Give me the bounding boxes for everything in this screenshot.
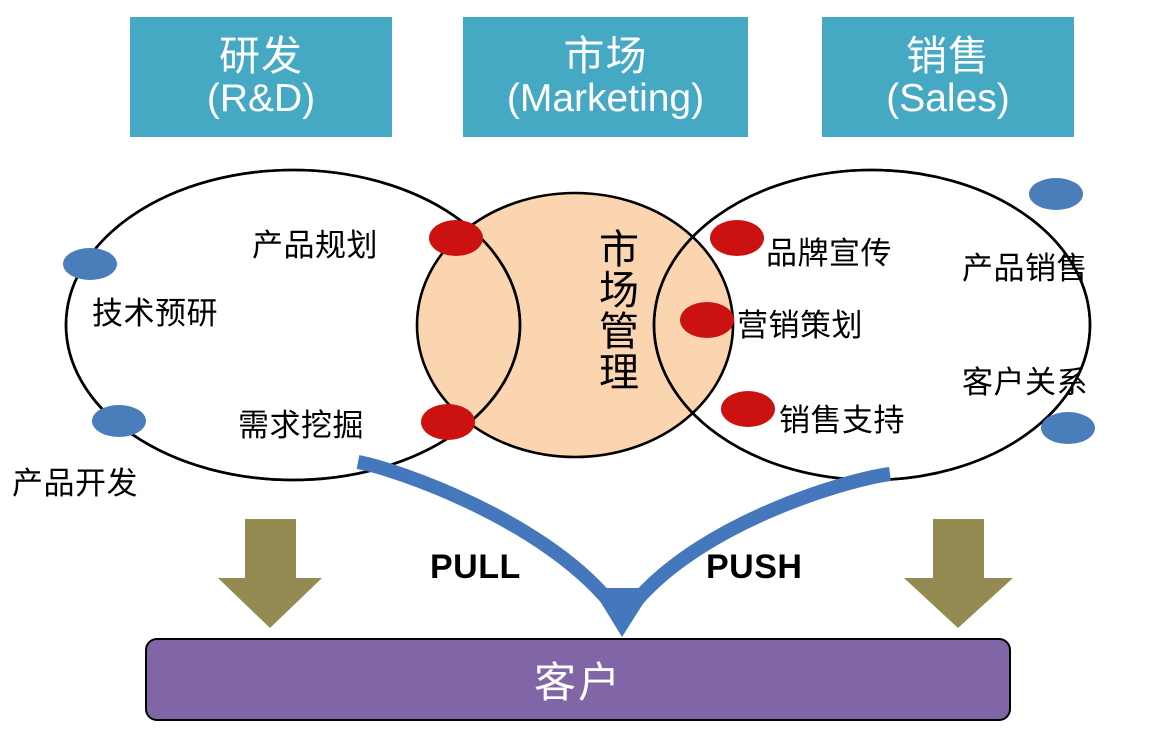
pull-arrow xyxy=(356,455,614,605)
label-sales-support: 销售支持 xyxy=(779,403,905,438)
label-marketing-planning: 营销策划 xyxy=(737,308,863,343)
left-circle-overlap-arc xyxy=(64,168,522,482)
label-product-planning: 产品规划 xyxy=(252,228,378,263)
dept-box-rnd-cn: 研发 xyxy=(219,32,303,79)
blue-accent-dot-top-right xyxy=(1029,178,1083,210)
red-dot-brand-promotion xyxy=(710,220,764,256)
red-dot-product-planning xyxy=(429,220,483,256)
center-overlap-ellipse xyxy=(415,191,735,459)
dept-box-sales-en: (Sales) xyxy=(886,77,1010,121)
push-arrow xyxy=(631,467,891,605)
olive-down-arrow-left xyxy=(218,519,322,628)
label-tech-preresearch: 技术预研 xyxy=(92,296,218,331)
red-dot-demand-mining xyxy=(421,404,475,440)
label-product-sales: 产品销售 xyxy=(962,251,1088,286)
dept-box-sales-cn: 销售 xyxy=(906,32,990,79)
dept-box-rnd[interactable]: 研发 (R&D) xyxy=(130,17,392,137)
dept-box-marketing-en: (Marketing) xyxy=(506,77,705,121)
dept-box-marketing-cn: 市场 xyxy=(563,32,648,79)
blue-accent-dot-bottom-left xyxy=(92,405,146,437)
label-pull: PULL xyxy=(430,548,521,586)
label-customer-relations: 客户关系 xyxy=(962,365,1088,400)
customer-bar-label: 客户 xyxy=(533,659,622,706)
label-demand-mining: 需求挖掘 xyxy=(238,408,364,443)
dept-box-rnd-en: (R&D) xyxy=(206,77,316,121)
converged-arrowhead xyxy=(592,588,653,637)
dept-box-marketing[interactable]: 市场 (Marketing) xyxy=(463,17,748,137)
blue-accent-dot-bottom-right xyxy=(1041,412,1095,444)
olive-down-arrow-right xyxy=(904,519,1013,628)
blue-accent-dot-top-left xyxy=(63,248,117,280)
customer-bar[interactable]: 客户 xyxy=(145,638,1011,721)
label-push: PUSH xyxy=(706,548,803,586)
label-market-management: 市场管理 xyxy=(593,228,637,392)
dept-box-sales[interactable]: 销售 (Sales) xyxy=(822,17,1074,137)
red-dot-marketing-plan xyxy=(680,302,734,338)
label-brand-promotion: 品牌宣传 xyxy=(766,236,892,271)
red-dot-sales-support xyxy=(721,391,775,427)
label-product-development: 产品开发 xyxy=(12,466,138,501)
